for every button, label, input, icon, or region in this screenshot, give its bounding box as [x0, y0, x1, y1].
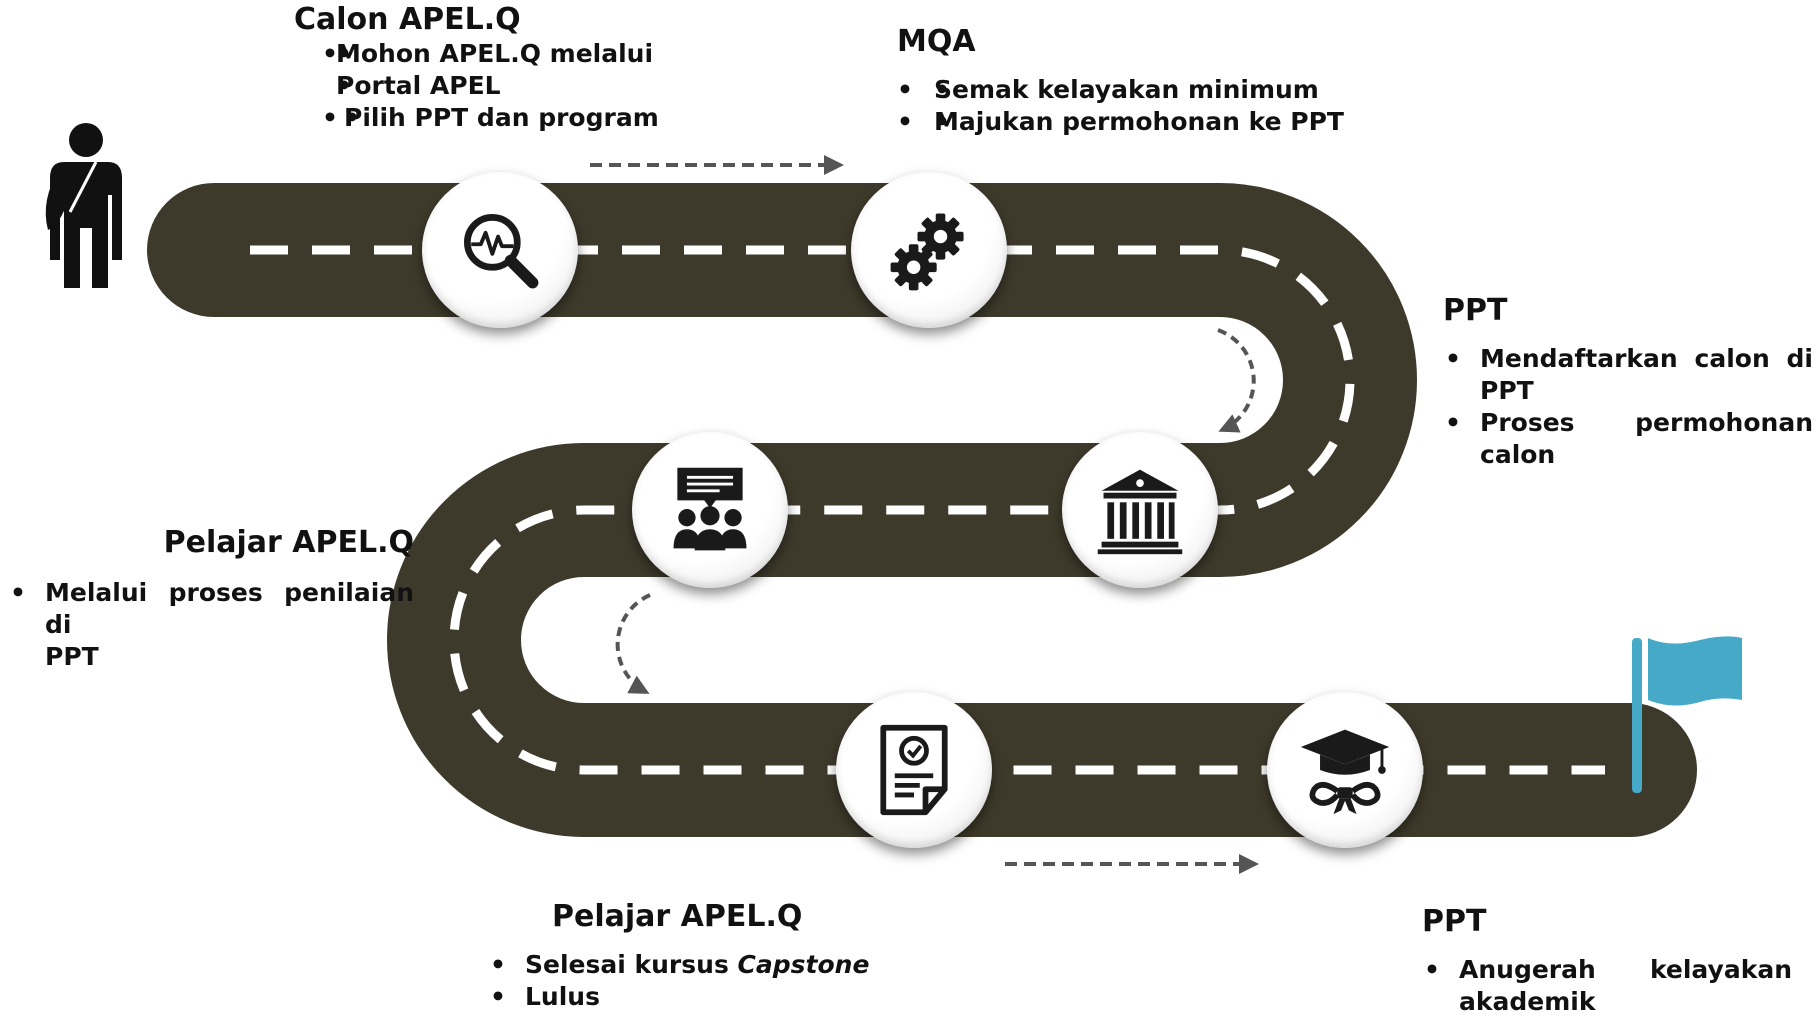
step-5-bullet-1: •Selesai kursus Capstone [490, 950, 870, 979]
step-3-bullet-1: Mendaftarkan calon di [1480, 344, 1813, 373]
direction-arrow-3 [615, 593, 651, 694]
step-6-node [1267, 692, 1423, 848]
step-3-bullet-1-cont: PPT [1480, 376, 1534, 405]
step-5-text: Pelajar APEL.Q •Selesai kursus Capstone … [490, 899, 910, 1013]
step-3-text: PPT • • Mendaftarkan calon di PPT Proses… [1443, 293, 1813, 469]
step-2-text: MQA •Semak kelayakan minimum •Majukan pe… [897, 24, 1357, 138]
step-5-bullet-2: •Lulus [490, 982, 600, 1011]
step-4-node [632, 432, 788, 588]
step-6-bullet-1-cont: akademik [1459, 987, 1596, 1016]
step-4-title: Pelajar APEL.Q [163, 525, 414, 560]
step-2-node [851, 172, 1007, 328]
step-1-node [422, 172, 578, 328]
step-6-text: PPT • Anugerah kelayakan akademik [1422, 904, 1792, 1016]
road-center-line [250, 245, 1605, 775]
gears-icon [890, 213, 964, 291]
direction-arrow-2 [1217, 328, 1256, 433]
certified-document-icon [880, 724, 948, 816]
discussion-group-icon [673, 467, 747, 551]
institution-icon [1097, 469, 1183, 555]
step-5-title: Pelajar APEL.Q [552, 899, 803, 934]
step-1-bullet-1: •Mohon APEL.Q melalui [322, 38, 694, 70]
step-1-title: Calon APEL.Q [294, 2, 521, 37]
student-icon [45, 123, 122, 288]
step-4-bullet-1: Melalui proses penilaian di [45, 578, 414, 639]
step-2-bullet-1: •Semak kelayakan minimum [897, 74, 1357, 106]
graduation-cap-icon [1300, 729, 1390, 815]
step-1-bullet-2: •Pilih PPT dan program [322, 102, 694, 134]
step-2-title: MQA [897, 24, 976, 59]
step-6-bullet-1: Anugerah kelayakan [1459, 955, 1792, 984]
step-5-node [836, 692, 992, 848]
magnifier-pulse-icon [464, 214, 539, 289]
step-3-bullet-2: Proses permohonan [1480, 408, 1813, 437]
step-4-bullet-1-cont: PPT [45, 642, 99, 671]
finish-flag-icon [1632, 636, 1742, 793]
step-6-title: PPT [1422, 904, 1487, 939]
step-4-text: Pelajar APEL.Q • Melalui proses penilaia… [10, 525, 414, 671]
step-1-bullet-1-cont: Portal APEL [322, 70, 694, 102]
step-3-bullet-2-cont: calon [1480, 440, 1556, 469]
step-2-bullet-2: •Majukan permohonan ke PPT [897, 106, 1357, 138]
step-1-text: Calon APEL.Q •Mohon APEL.Q melalui Porta… [294, 2, 694, 134]
step-3-title: PPT [1443, 293, 1508, 328]
step-3-node [1062, 432, 1218, 588]
